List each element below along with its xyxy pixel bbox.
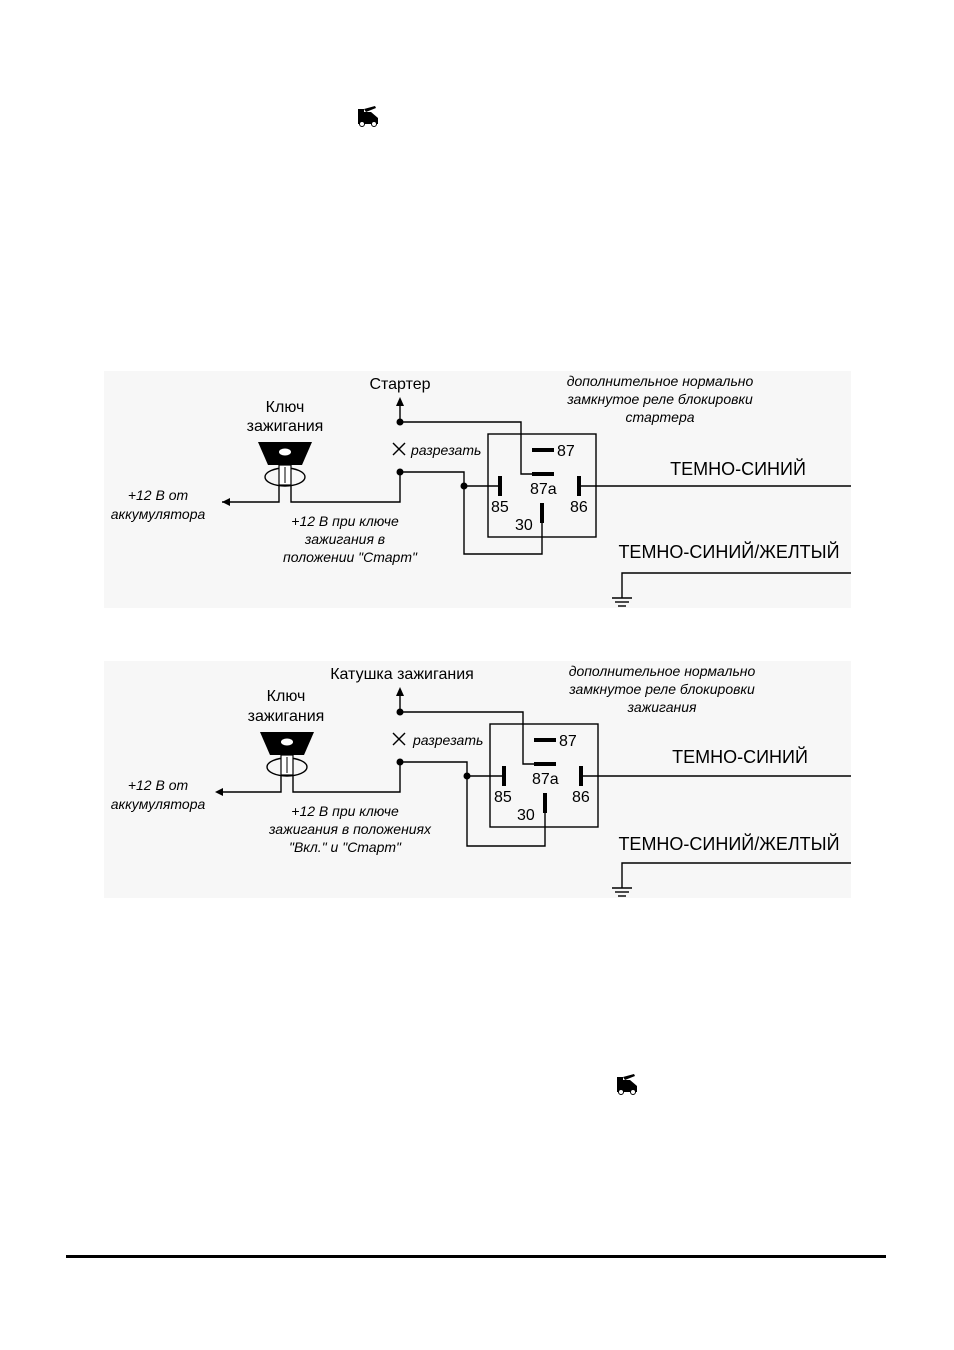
footer-divider (66, 1255, 886, 1258)
pin-87-label: 87 (557, 443, 575, 460)
relay-note-line2: замкнутое реле блокировки (566, 391, 753, 407)
relay-note-line3: зажигания (626, 699, 697, 715)
arrow-left-icon (215, 788, 223, 796)
ignition-key-label-line2: зажигания (247, 418, 324, 435)
wire-blue-label: ТЕМНО-СИНИЙ (670, 458, 806, 479)
target-label: Стартер (369, 376, 430, 393)
battery-label-line2: аккумулятора (111, 796, 206, 812)
arrow-left-icon (222, 498, 230, 506)
pin-30-label: 30 (515, 517, 533, 534)
car-hood-open-icon (358, 106, 378, 127)
key-position-note-line2: зажигания в положениях (268, 821, 432, 837)
battery-label-line1: +12 В от (128, 777, 189, 793)
ignition-key-label-line1: Ключ (267, 688, 306, 705)
diagram-ignition-lock: Ключ зажигания +12 В от аккумулятора +12… (104, 661, 851, 898)
diagram-panel (104, 371, 851, 608)
key-position-note-line2: зажигания в (304, 531, 385, 547)
pin-85-label: 85 (491, 499, 509, 516)
key-position-note-line3: "Вкл." и "Старт" (289, 839, 402, 855)
relay-note-line1: дополнительное нормально (567, 373, 754, 389)
relay-note-line1: дополнительное нормально (569, 663, 756, 679)
pin-87a-label: 87а (530, 481, 557, 498)
cut-label: разрезать (410, 442, 481, 458)
wire-blue-yellow-label: ТЕМНО-СИНИЙ/ЖЕЛТЫЙ (618, 541, 839, 562)
ground-icon (612, 597, 632, 607)
relay-note-line3: стартера (625, 409, 694, 425)
pin-86-label: 86 (572, 789, 590, 806)
car-hood-open-icon (617, 1074, 637, 1095)
battery-label-line1: +12 В от (128, 487, 189, 503)
relay-note-line2: замкнутое реле блокировки (568, 681, 755, 697)
cut-mark-icon (392, 732, 406, 746)
ignition-key-icon (260, 732, 314, 777)
ground-icon (612, 887, 632, 897)
key-position-note-line1: +12 В при ключе (291, 803, 399, 819)
wire-blue-yellow-label: ТЕМНО-СИНИЙ/ЖЕЛТЫЙ (618, 833, 839, 854)
pin-87-label: 87 (559, 733, 577, 750)
cut-mark-icon (392, 442, 406, 456)
pin-87a-label: 87а (532, 771, 559, 788)
diagram-starter-lock: Ключ зажигания +12 В от аккумулятора +12… (104, 371, 851, 608)
pin-86-label: 86 (570, 499, 588, 516)
ignition-key-label-line2: зажигания (248, 708, 325, 725)
ignition-key-icon (258, 442, 312, 487)
key-position-note-line3: положении "Старт" (283, 549, 418, 565)
arrow-up-icon (396, 687, 404, 696)
arrow-up-icon (396, 397, 404, 406)
battery-label-line2: аккумулятора (111, 506, 206, 522)
key-position-note-line1: +12 В при ключе (291, 513, 399, 529)
pin-30-label: 30 (517, 807, 535, 824)
cut-label: разрезать (412, 732, 483, 748)
target-label: Катушка зажигания (330, 666, 474, 683)
ignition-key-label-line1: Ключ (266, 399, 305, 416)
diagram-panel (104, 661, 851, 898)
pin-85-label: 85 (494, 789, 512, 806)
wire-blue-label: ТЕМНО-СИНИЙ (672, 746, 808, 767)
